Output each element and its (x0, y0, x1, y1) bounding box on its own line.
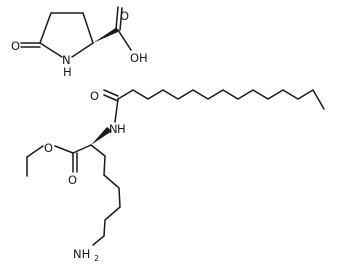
acid-carbonyl-bond-a (115, 6, 119, 30)
amide-hydrogen-label: H (117, 122, 126, 136)
amine-label: NH (73, 247, 90, 261)
amide-carbonyl-bond-a (103, 89, 119, 97)
amide-c-n-bond (114, 98, 119, 123)
acid-hydroxyl-label: OH (130, 51, 148, 65)
ester-single-bond (54, 145, 74, 154)
stereo-wedge-pyro (93, 27, 118, 43)
acid-carbonyl-bond-b (119, 7, 123, 31)
acid-carbonyl-oxygen-label: O (120, 9, 129, 23)
lysine-backbone (26, 127, 121, 246)
lauroyl-lysine-ethyl-ester-molecule: O N H O O NH 2 (26, 88, 325, 263)
lactam-oxygen-label: O (11, 39, 20, 53)
alkyl-chain (117, 88, 325, 110)
ring-bond-n-c5 (39, 42, 63, 58)
dodecanoyl-chain (103, 88, 325, 123)
amide-nitrogen-label: N (109, 122, 118, 136)
ring-bond-c5-c4 (39, 12, 52, 44)
amide-oxygen-label: O (90, 89, 99, 103)
alpha-carbonyl-bond (72, 144, 92, 154)
pyroglutamic-acid-molecule: O N H O OH (11, 6, 148, 79)
ring-bond-c3-c2 (82, 12, 94, 44)
acid-hydroxyl-bond (117, 29, 132, 51)
ester-carbonyl-oxygen-label: O (68, 173, 77, 187)
amine-subscript: 2 (94, 254, 99, 263)
lactam-nitrogen-label: N (62, 53, 71, 67)
lactam-hydrogen-label: H (63, 65, 72, 79)
amide-carbonyl-bond-b (103, 94, 119, 102)
pyrrolidone-ring (39, 12, 94, 58)
ethyl-o-ch2-bond (26, 145, 44, 158)
stereo-wedge-lys (91, 127, 112, 145)
ester-oxygen-label: O (44, 141, 53, 155)
ring-bond-c2-n (71, 42, 94, 58)
lysine-side-chain (90, 144, 121, 246)
